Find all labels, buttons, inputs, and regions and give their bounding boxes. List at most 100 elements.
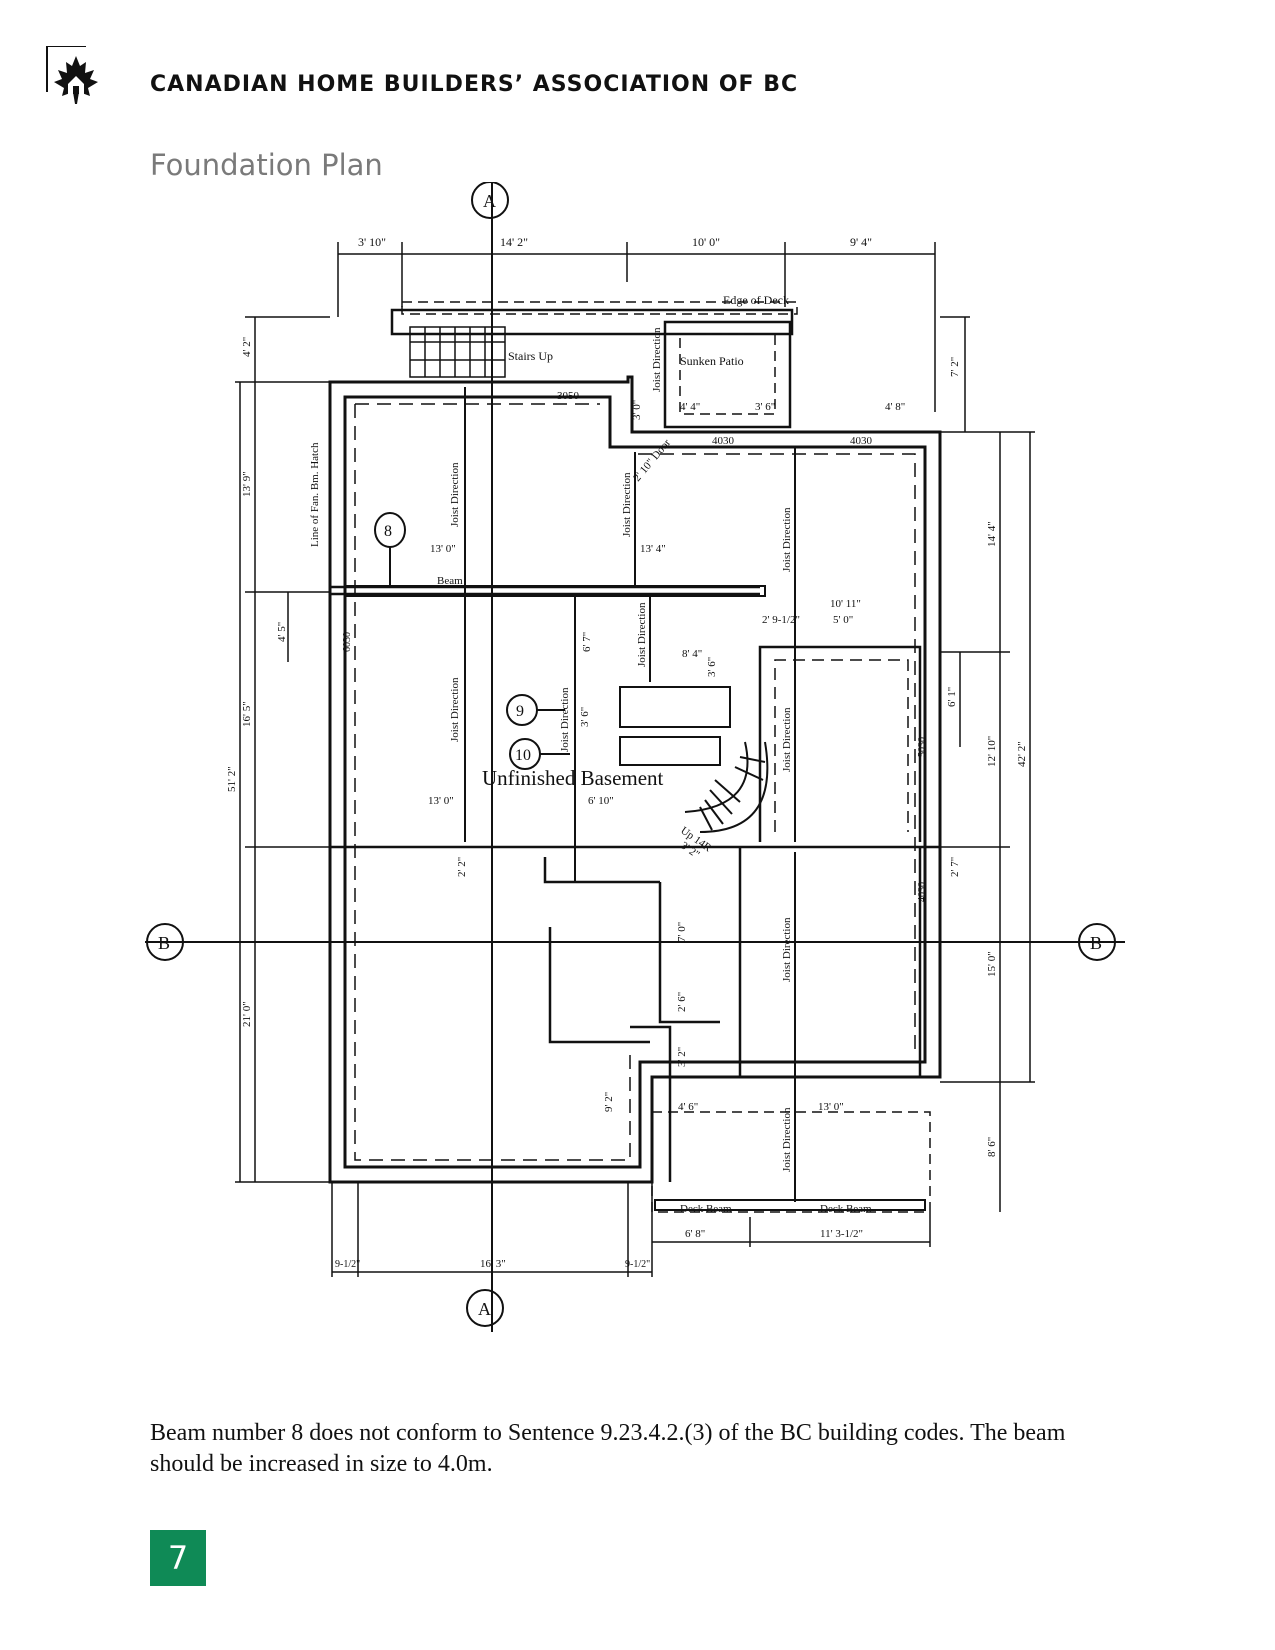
svg-text:6' 8": 6' 8" (685, 1228, 705, 1240)
svg-text:Joist Direction: Joist Direction (781, 917, 793, 982)
svg-text:13' 9": 13' 9" (241, 471, 253, 497)
top-dim-4: 9' 4" (850, 235, 872, 249)
bottom-dimension-lines (331, 1182, 931, 1277)
svg-text:6' 7": 6' 7" (581, 632, 593, 652)
svg-text:15' 0": 15' 0" (986, 951, 998, 977)
deck-beam-left-label: Deck Beam (680, 1203, 732, 1215)
top-dim-3: 10' 0" (692, 235, 720, 249)
joist-direction-arrows (464, 322, 796, 1202)
svg-text:10: 10 (515, 747, 531, 764)
line-of-fan-label: Line of Fan. Bm. Hatch (309, 442, 321, 547)
window-4030a: 4030 (712, 435, 735, 447)
window-6030: 6030 (342, 632, 353, 652)
svg-text:16' 3": 16' 3" (480, 1258, 506, 1270)
svg-text:Joist Direction: Joist Direction (651, 327, 663, 392)
stairs (409, 326, 506, 378)
svg-text:10' 11": 10' 11" (830, 598, 861, 610)
review-comment: Beam number 8 does not conform to Senten… (150, 1420, 1066, 1477)
svg-text:6' 10": 6' 10" (588, 795, 614, 807)
svg-text:14' 4": 14' 4" (986, 521, 998, 547)
svg-text:9: 9 (516, 703, 524, 720)
svg-text:51' 2": 51' 2" (226, 766, 238, 792)
window-5030: 5030 (917, 737, 928, 757)
svg-text:9-1/2": 9-1/2" (335, 1259, 360, 1270)
svg-text:4' 6": 4' 6" (678, 1101, 698, 1113)
svg-text:21' 0": 21' 0" (241, 1001, 253, 1027)
callout-8: 8 (374, 512, 406, 587)
deck-beam (654, 1199, 926, 1211)
svg-text:4' 5": 4' 5" (276, 622, 288, 642)
page-number-badge: 7 (150, 1530, 206, 1586)
callout-10: 10 (509, 738, 570, 770)
svg-text:Joist Direction: Joist Direction (781, 707, 793, 772)
svg-text:4' 4": 4' 4" (680, 401, 700, 413)
edge-of-deck-label: Edge of Deck (723, 293, 789, 307)
section-marker-a-top: A (471, 182, 509, 219)
svg-text:3' 6": 3' 6" (579, 707, 591, 727)
association-logo (46, 45, 108, 106)
svg-text:A: A (483, 191, 496, 211)
top-dim-2: 14' 2" (500, 235, 528, 249)
right-dimension-lines (940, 316, 1035, 1212)
left-dimension-lines (235, 316, 330, 1183)
svg-text:2' 2": 2' 2" (456, 857, 468, 877)
window-4030b: 4030 (850, 435, 873, 447)
top-dim-1: 3' 10" (358, 235, 386, 249)
svg-text:13' 0": 13' 0" (428, 795, 454, 807)
svg-text:7' 2": 7' 2" (949, 357, 961, 377)
svg-text:4' 8": 4' 8" (885, 401, 905, 413)
interior-walls (330, 585, 940, 1182)
page-subtitle: Foundation Plan (150, 148, 383, 182)
stairs-up-label: Stairs Up (508, 349, 553, 363)
svg-text:16' 5": 16' 5" (241, 701, 253, 727)
svg-text:Joist Direction: Joist Direction (621, 472, 633, 537)
svg-text:6' 1": 6' 1" (946, 687, 958, 707)
section-marker-b-right: B (1078, 923, 1116, 961)
svg-text:5' 0": 5' 0" (833, 614, 853, 626)
foundation-plan-drawing: A A B B 3' 10" 14' 2" 10' 0" 9' 4" Edge … (145, 182, 1125, 1332)
svg-text:8: 8 (384, 523, 392, 540)
organization-name: CANADIAN HOME BUILDERS’ ASSOCIATION OF B… (150, 72, 799, 97)
svg-text:Joist Direction: Joist Direction (449, 677, 461, 742)
svg-text:3' 6": 3' 6" (755, 401, 775, 413)
svg-text:2' 9-1/2": 2' 9-1/2" (762, 614, 800, 626)
svg-text:8' 4": 8' 4" (682, 648, 702, 660)
svg-text:13' 0": 13' 0" (430, 543, 456, 555)
svg-text:Joist Direction: Joist Direction (636, 602, 648, 667)
svg-text:13' 0": 13' 0" (818, 1101, 844, 1113)
svg-text:Joist Direction: Joist Direction (559, 687, 571, 752)
svg-text:9' 2": 9' 2" (603, 1092, 615, 1112)
svg-text:3' 2": 3' 2" (676, 1047, 688, 1067)
footing-lines (354, 403, 916, 1161)
svg-text:B: B (158, 933, 170, 953)
svg-text:7' 0": 7' 0" (676, 922, 688, 942)
window-3050: 3050 (557, 390, 580, 402)
door-label: 2' 10" Door (631, 437, 673, 484)
maple-leaf-house-icon (46, 45, 98, 104)
top-dimension-line (337, 242, 936, 412)
svg-text:12' 10": 12' 10" (986, 736, 998, 767)
svg-text:Joist Direction: Joist Direction (449, 462, 461, 527)
beam-label: Beam (437, 575, 463, 587)
svg-text:A: A (478, 1299, 491, 1319)
svg-text:2' 6": 2' 6" (676, 992, 688, 1012)
window-4030c: 4030 (917, 882, 928, 902)
svg-text:8' 6": 8' 6" (986, 1137, 998, 1157)
section-marker-a-bottom: A (466, 1289, 504, 1327)
svg-text:3' 0": 3' 0" (631, 400, 643, 420)
sunken-patio-label: Sunken Patio (680, 354, 744, 368)
svg-text:2' 7": 2' 7" (949, 857, 961, 877)
svg-text:Joist Direction: Joist Direction (781, 507, 793, 572)
svg-text:4' 2": 4' 2" (241, 337, 253, 357)
svg-text:Joist Direction: Joist Direction (781, 1107, 793, 1172)
svg-text:9-1/2": 9-1/2" (625, 1259, 650, 1270)
deck-outline (390, 308, 794, 336)
curved-stair (619, 686, 769, 833)
beam-8 (344, 585, 766, 597)
deck-beam-right-label: Deck Beam (820, 1203, 872, 1215)
svg-text:11' 3-1/2": 11' 3-1/2" (820, 1228, 863, 1240)
svg-text:3' 6": 3' 6" (706, 657, 718, 677)
section-marker-b-left: B (146, 923, 184, 961)
svg-text:13' 4": 13' 4" (640, 543, 666, 555)
svg-text:42' 2": 42' 2" (1016, 741, 1028, 767)
